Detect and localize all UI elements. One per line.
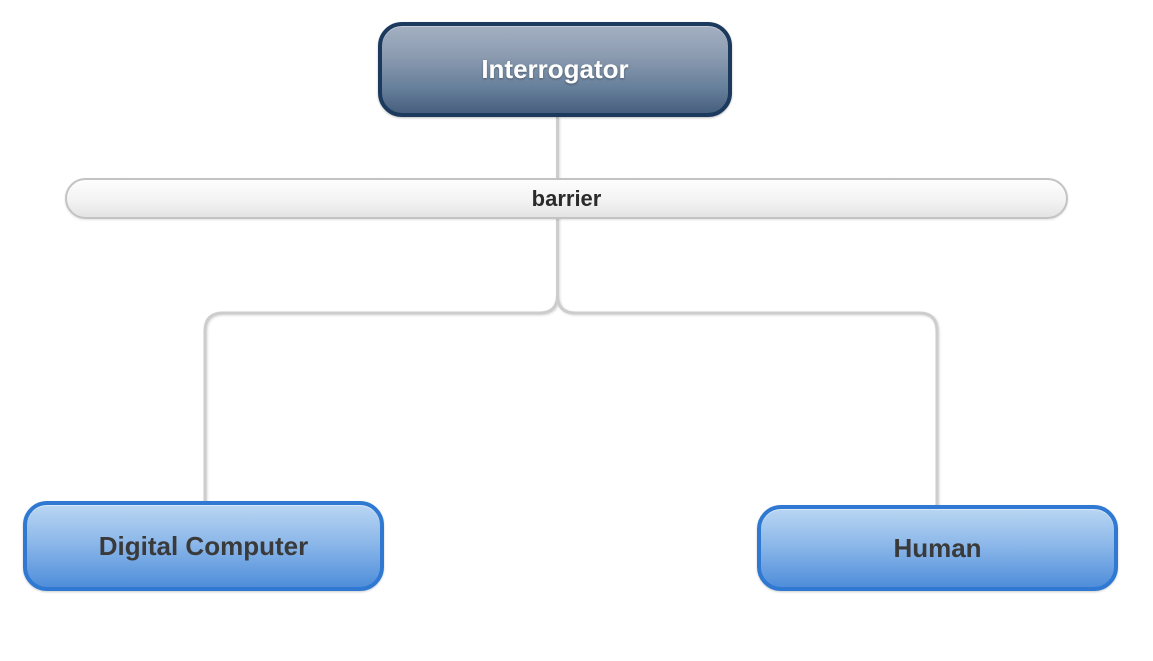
interrogator-node: Interrogator [378, 22, 732, 117]
human-node: Human [757, 505, 1118, 591]
digital-computer-node: Digital Computer [23, 501, 384, 591]
connector-interrogator-to-digital-computer [203, 117, 559, 503]
human-label: Human [893, 532, 982, 563]
connector-interrogator-to-human [556, 294, 939, 507]
barrier-node: barrier [65, 178, 1068, 219]
digital-computer-label: Digital Computer [98, 530, 309, 561]
interrogator-label: Interrogator [481, 54, 629, 84]
barrier-label: barrier [531, 185, 602, 211]
